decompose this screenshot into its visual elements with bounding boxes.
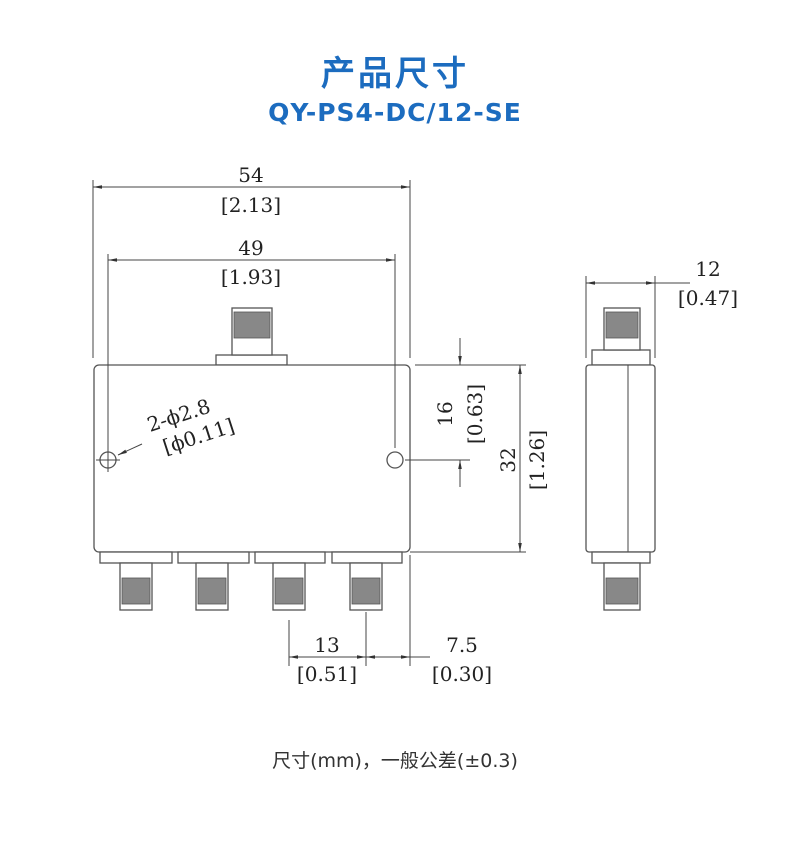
dim-13-inch: [0.51] <box>297 662 357 686</box>
dim-7-5-inch: [0.30] <box>432 662 492 686</box>
side-view <box>585 307 656 611</box>
tolerance-caption: 尺寸(mm)，一般公差(±0.3) <box>272 750 518 772</box>
dim-12-inch: [0.47] <box>678 286 738 310</box>
front-view <box>93 307 411 611</box>
page-title: 产品尺寸 <box>321 54 469 94</box>
dim-32: 32 <box>496 447 520 472</box>
dim-54: 54 <box>238 163 263 187</box>
dim-49: 49 <box>238 236 263 260</box>
dim-32-inch: [1.26] <box>525 430 549 490</box>
dim-16: 16 <box>433 401 457 426</box>
dim-13: 13 <box>314 633 339 657</box>
output-connectors <box>119 562 383 611</box>
dim-16-inch: [0.63] <box>463 384 487 444</box>
dim-49-inch: [1.93] <box>221 265 281 289</box>
mounting-hole <box>386 451 404 469</box>
dim-12: 12 <box>695 257 720 281</box>
dim-7-5: 7.5 <box>446 633 478 657</box>
model-number: QY-PS4-DC/12-SE <box>268 98 522 127</box>
dim-54-inch: [2.13] <box>221 193 281 217</box>
